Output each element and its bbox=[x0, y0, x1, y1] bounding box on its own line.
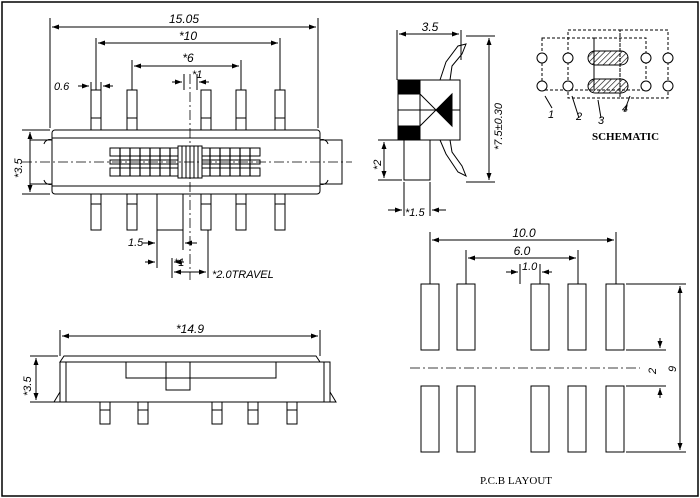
dim-front-length: *14.9 bbox=[176, 322, 204, 336]
schematic-labels: 1 2 3 4 SCHEMATIC bbox=[548, 103, 659, 143]
dim-body-height: *3.5 bbox=[13, 158, 25, 178]
dim-travel: *2.0TRAVEL bbox=[212, 269, 274, 281]
dim-pin-width: 0.6 bbox=[54, 81, 70, 93]
dim-pcb-inner: 6.0 bbox=[514, 244, 531, 258]
dim-handle-width: 1.5 bbox=[128, 237, 144, 249]
dim-outer-pitch: *10 bbox=[179, 29, 197, 43]
front-view bbox=[30, 330, 337, 425]
dim-pcb-outer: 10.0 bbox=[512, 226, 536, 240]
schematic-label-1: 1 bbox=[548, 109, 554, 121]
dim-pcb-total: 9 bbox=[667, 366, 679, 372]
front-view-labels: *14.9 *3.5 bbox=[22, 322, 204, 396]
dim-pcb-pad: 1.0 bbox=[522, 261, 538, 273]
dim-inner-pitch: *6 bbox=[182, 51, 194, 65]
top-view bbox=[22, 18, 352, 280]
pcb-title: P.C.B LAYOUT bbox=[480, 475, 552, 487]
pcb-layout bbox=[410, 232, 686, 453]
schematic-label-3: 3 bbox=[598, 115, 605, 127]
side-view bbox=[378, 30, 495, 216]
dim-overall: 15.05 bbox=[169, 12, 199, 26]
pcb-labels: 10.0 6.0 1.0 2 9 P.C.B LAYOUT bbox=[480, 226, 679, 487]
schematic bbox=[536, 29, 674, 119]
dim-side-height: *7.5±0.30 bbox=[493, 102, 505, 150]
schematic-label-4: 4 bbox=[622, 103, 628, 115]
schematic-label-2: 2 bbox=[575, 111, 582, 123]
dim-side-lead: *2 bbox=[372, 160, 384, 170]
dim-pcb-row-gap: 2 bbox=[647, 368, 659, 375]
dim-side-width: 3.5 bbox=[422, 20, 439, 34]
side-view-labels: 3.5 *7.5±0.30 *2 *1.5 bbox=[372, 20, 505, 219]
dim-side-base: *1.5 bbox=[405, 207, 425, 219]
dim-front-height: *3.5 bbox=[22, 376, 34, 396]
dim-center: *1 bbox=[192, 69, 202, 81]
top-view-labels: 15.05 *10 *6 *1 0.6 *3.5 1.5 *1 *2.0TRAV… bbox=[13, 12, 274, 281]
dim-handle-offset: *1 bbox=[174, 257, 184, 269]
schematic-title: SCHEMATIC bbox=[592, 131, 659, 143]
